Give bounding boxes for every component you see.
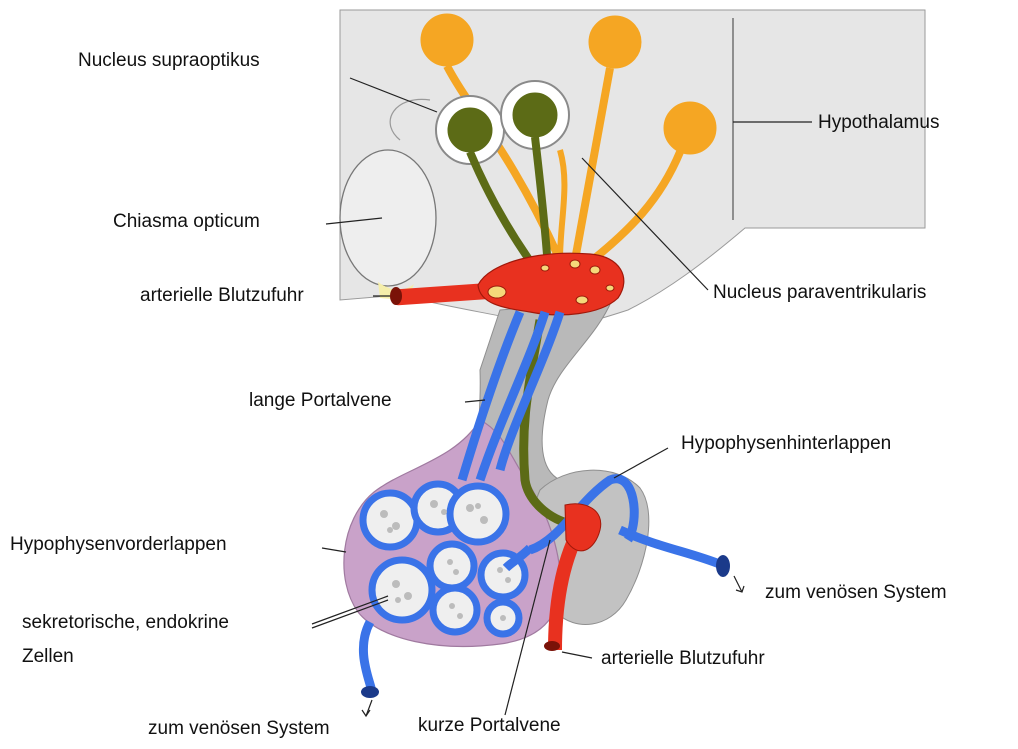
arrow-venous-right (734, 576, 744, 592)
chiasma-opticum-shape (340, 150, 436, 286)
label-kurze-portalvene: kurze Portalvene (418, 715, 561, 738)
orange-neuron-2 (589, 16, 641, 68)
label-sekretorische-line1: sekretorische, endokrine (22, 612, 229, 635)
label-arterielle-blutzufuhr-bottom: arterielle Blutzufuhr (601, 648, 765, 671)
vein-bottom-opening (361, 686, 379, 698)
vein-right-opening (716, 555, 730, 577)
label-hypothalamus: Hypothalamus (818, 112, 939, 135)
olive-neuron-2 (513, 93, 557, 137)
olive-neuron-1 (448, 108, 492, 152)
orange-neuron-1 (421, 14, 473, 66)
label-zum-venoesen-system-right: zum venösen System (765, 582, 947, 605)
cell-6 (433, 588, 477, 632)
label-sekretorische-line2: Zellen (22, 646, 74, 669)
artery-bottom-opening (544, 641, 560, 651)
label-nucleus-supraoptikus: Nucleus supraoptikus (78, 50, 260, 73)
label-nucleus-paraventrikularis: Nucleus paraventrikularis (713, 282, 926, 305)
cell-3 (450, 486, 506, 542)
cell-1 (363, 493, 417, 547)
cell-4 (372, 560, 432, 620)
artery-top-opening (390, 287, 402, 305)
leader-arterielle-bottom (562, 652, 592, 658)
label-hypophysenhinterlappen: Hypophysenhinterlappen (681, 433, 891, 456)
arrow-venous-bottom (362, 700, 372, 716)
label-hypophysenvorderlappen: Hypophysenvorderlappen (10, 534, 227, 557)
cell-5 (430, 544, 474, 588)
leader-hinterlappen (614, 448, 668, 478)
label-arterielle-blutzufuhr-top: arterielle Blutzufuhr (140, 285, 304, 308)
label-chiasma-opticum: Chiasma opticum (113, 211, 260, 234)
label-zum-venoesen-system-bottom: zum venösen System (148, 718, 330, 741)
orange-neuron-3 (664, 102, 716, 154)
leader-vorderlappen (322, 548, 346, 552)
label-lange-portalvene: lange Portalvene (249, 390, 392, 413)
